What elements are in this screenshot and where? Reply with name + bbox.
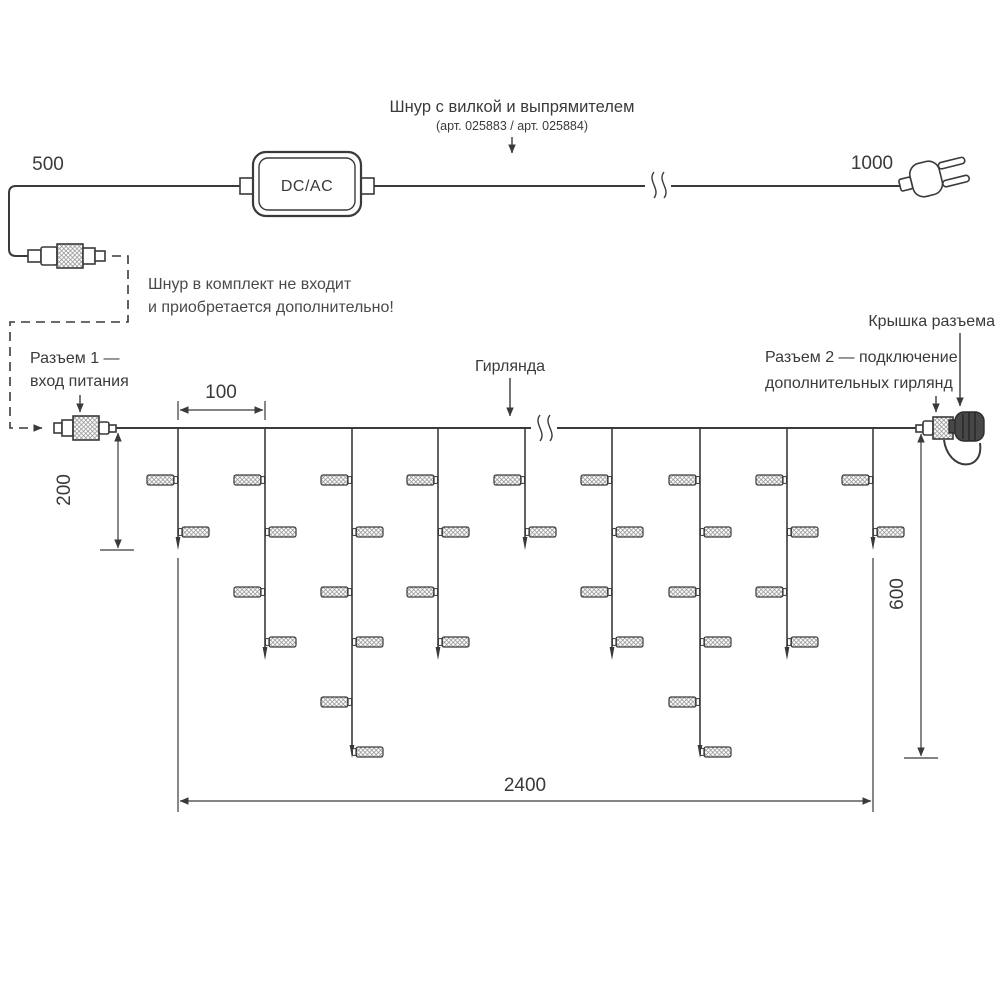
garland-drop-7 [668,428,732,758]
led-lamp-icon [668,586,697,598]
dim-cord-right: 1000 [851,153,893,174]
led-lamp-icon [268,526,297,538]
plug-pin-top [937,156,966,170]
led-lamp-icon [355,746,384,758]
cord-wire-left [8,185,240,257]
led-lamp-icon [493,474,522,486]
led-lamp-icon [320,586,349,598]
garland-drops [146,428,905,758]
led-lamp-icon [790,526,819,538]
cap-label: Крышка разъема [868,313,995,330]
dim-total-length: 2400 [177,558,874,812]
led-lamp-icon [181,526,210,538]
led-lamp-icon [406,474,435,486]
garland-drop-1 [146,428,210,550]
converter-body-inner [258,157,356,211]
led-lamp-icon [703,746,732,758]
dim-long-drop-value: 600 [887,578,908,610]
dim-drop-spacing: 100 [177,382,266,420]
led-lamp-icon [441,526,470,538]
dim-total-length-value: 2400 [504,775,546,796]
garland-connector-2-icon [915,416,954,440]
led-lamp-icon [668,474,697,486]
garland-drop-8 [755,428,819,660]
led-lamp-icon [233,586,262,598]
led-lamp-icon [320,474,349,486]
led-lamp-icon [668,696,697,708]
led-lamp-icon [146,474,175,486]
converter-terminal-left [239,177,254,195]
converter-body [251,150,363,218]
note-line-2: и приобретается дополнительно! [148,299,394,316]
not-included-dashed-path [9,255,129,432]
connector1-label-line2: вход питания [30,373,129,390]
led-lamp-icon [528,526,557,538]
led-lamp-icon [615,636,644,648]
converter-label: DC/AC [281,178,333,195]
garland-drop-2 [233,428,297,660]
garland-drop-3 [320,428,384,758]
cord-title: Шнур с вилкой и выпрямителем [390,98,635,116]
note-line-1: Шнур в комплект не входит [148,276,352,293]
led-lamp-icon [406,586,435,598]
cord-articles: (арт. 025883 / арт. 025884) [436,119,588,133]
dim-short-drop: 200 [54,432,134,551]
led-lamp-icon [615,526,644,538]
led-lamp-icon [355,636,384,648]
led-lamp-icon [441,636,470,648]
led-lamp-icon [755,474,784,486]
led-lamp-icon [703,636,732,648]
converter-terminal-right [360,177,375,195]
garland-section: Разъем 1 — вход питания Гирлянда Крышка … [30,313,995,812]
dim-short-drop-value: 200 [54,474,75,506]
connector2-label-line1: Разъем 2 — подключение [765,349,958,366]
garland-drop-6 [580,428,644,660]
led-lamp-icon [268,636,297,648]
led-lamp-icon [233,474,262,486]
led-lamp-icon [755,586,784,598]
connector2-label-line2: дополнительных гирлянд [765,375,953,392]
garland-drop-9 [841,428,905,550]
cable-break-cord-icon [645,170,671,202]
dim-long-drop: 600 [887,433,938,759]
led-lamp-icon [790,636,819,648]
led-lamp-icon [703,526,732,538]
power-plug-icon [898,156,971,198]
dc-ac-converter: DC/AC [239,150,375,218]
garland-connector-1-icon [53,415,117,441]
plug-pin-bottom [942,174,971,188]
connector1-label-line1: Разъем 1 — [30,350,120,367]
connector-cap-icon [948,411,985,442]
cap-lanyard-wire [943,439,982,466]
power-cord-section: Шнур с вилкой и выпрямителем (арт. 02588… [8,98,971,432]
cable-break-garland-icon [531,413,557,443]
dim-drop-spacing-value: 100 [205,382,237,403]
cord-output-connector-icon [27,243,106,269]
led-lamp-icon [876,526,905,538]
led-lamp-icon [355,526,384,538]
dim-cord-left: 500 [32,154,64,175]
led-lamp-icon [841,474,870,486]
led-lamp-icon [580,586,609,598]
garland-label: Гирлянда [475,358,545,375]
led-lamp-icon [580,474,609,486]
garland-drop-5 [493,428,557,550]
led-lamp-icon [320,696,349,708]
garland-drop-4 [406,428,470,660]
